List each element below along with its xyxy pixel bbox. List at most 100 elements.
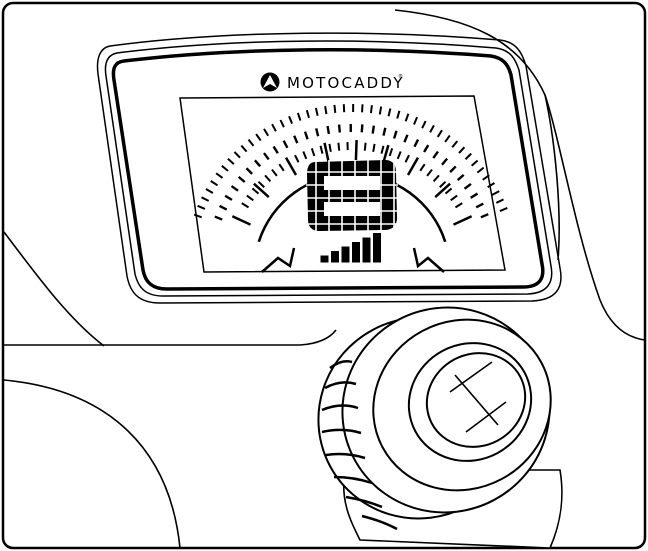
gauge-dash: [449, 165, 457, 173]
gauge-minor-tick: [302, 151, 308, 160]
gauge-dot: [396, 110, 401, 119]
brand-name: MOTOCADDY: [287, 74, 405, 92]
gauge-dot: [271, 123, 277, 132]
gauge-dot: [361, 104, 364, 113]
gauge-dash: [224, 194, 233, 201]
gauge-dash: [326, 125, 331, 135]
gauge-minor-tick: [444, 187, 453, 195]
digit-block: [307, 160, 397, 231]
gauge-minor-tick: [319, 145, 324, 154]
gauge-dash: [413, 139, 420, 148]
gauge-dot: [387, 108, 392, 117]
gauge-major-tick: [253, 182, 270, 198]
gauge-minor-tick: [388, 148, 394, 157]
gauge-dot: [247, 138, 255, 147]
gauge-dot: [221, 165, 229, 172]
gauge-dot: [197, 204, 206, 210]
control-dial[interactable]: [283, 271, 586, 551]
gauge-dot: [227, 157, 235, 165]
gauge-dot: [205, 188, 214, 194]
gauge-dot: [458, 146, 466, 154]
gauge-dot: [429, 124, 435, 133]
gauge-minor-tick: [412, 158, 418, 167]
gauge-dot: [305, 109, 310, 119]
gauge-minor-tick: [450, 194, 458, 202]
gauge-minor-tick: [310, 148, 316, 157]
gauge-dot: [470, 159, 479, 167]
gauge-major-tick: [323, 142, 330, 163]
gauge-dot: [495, 198, 504, 204]
gauge-minor-tick: [251, 187, 260, 195]
gauge-dot: [193, 213, 202, 219]
gauge-dash: [423, 144, 430, 153]
handle-body: [3, 9, 646, 549]
gauge-dot: [464, 152, 472, 160]
speed-bar: [341, 246, 350, 263]
gauge-dot: [413, 116, 419, 125]
gauge-minor-tick: [294, 154, 300, 163]
gauge-dot: [201, 196, 210, 202]
digit-gap-bottom: [324, 202, 380, 216]
gauge-dash: [403, 134, 409, 143]
speed-level-bars: [320, 233, 381, 263]
gauge-dot: [482, 174, 490, 181]
gauge-minor-tick: [426, 168, 433, 177]
gauge-minor-tick: [439, 180, 447, 188]
gauge-major-tick: [231, 215, 252, 226]
gauge-dash: [475, 202, 484, 209]
gauge-minor-tick: [363, 142, 367, 151]
gauge-dash: [245, 167, 253, 175]
gauge-minor-tick: [419, 163, 426, 172]
speed-bar: [320, 255, 329, 263]
gauge-dash: [480, 213, 489, 219]
gauge-dash: [219, 204, 228, 211]
gauge-dot: [240, 144, 248, 153]
gauge-dot: [476, 166, 485, 174]
gauge-dot: [296, 112, 302, 121]
gauge-minor-tick: [286, 158, 292, 167]
gauge-dot: [314, 107, 319, 116]
speed-bar: [373, 233, 381, 263]
gauge-dot: [378, 106, 383, 115]
gauge-minor-tick: [372, 143, 376, 153]
gauge-minor-tick: [396, 151, 402, 160]
gauge-dash: [463, 183, 472, 190]
gauge-dot: [404, 113, 410, 122]
display-bezel: [96, 32, 562, 304]
gauge-dash: [282, 140, 289, 149]
gauge-minor-tick: [432, 174, 440, 183]
speed-bar: [362, 237, 371, 263]
gauge-left-pointer: [261, 247, 296, 273]
gauge-dash: [303, 131, 309, 140]
gauge-dash: [360, 124, 364, 133]
gauge-minor-tick: [246, 194, 254, 202]
gauge-dash: [253, 159, 262, 168]
gauge-dot: [263, 128, 270, 137]
gauge-minor-tick: [404, 154, 410, 163]
speed-bar: [331, 251, 339, 263]
gauge-dash: [315, 128, 320, 137]
gauge-dot: [233, 151, 241, 159]
speed-gauge: [193, 103, 508, 273]
gauge-right-pointer: [412, 247, 445, 273]
gauge-dash: [382, 127, 387, 136]
gauge-dot: [333, 104, 337, 113]
gauge-dot: [215, 172, 224, 179]
speed-bar: [352, 242, 360, 263]
digit-gap-top: [324, 176, 380, 190]
gauge-minor-tick: [257, 180, 265, 188]
gauge-dot: [499, 207, 508, 212]
gauge-dash: [371, 125, 376, 134]
gauge-dot: [451, 140, 459, 148]
gauge-minor-tick: [454, 202, 463, 209]
gauge-dot: [444, 134, 451, 143]
gauge-dash: [337, 124, 341, 133]
gauge-dash: [432, 150, 439, 159]
gauge-dash: [392, 130, 398, 139]
gauge-dash: [230, 185, 239, 192]
gauge-dash: [456, 173, 465, 182]
gauge-dot: [324, 106, 328, 115]
gauge-dot: [210, 180, 219, 187]
gauge-dash: [441, 157, 449, 166]
